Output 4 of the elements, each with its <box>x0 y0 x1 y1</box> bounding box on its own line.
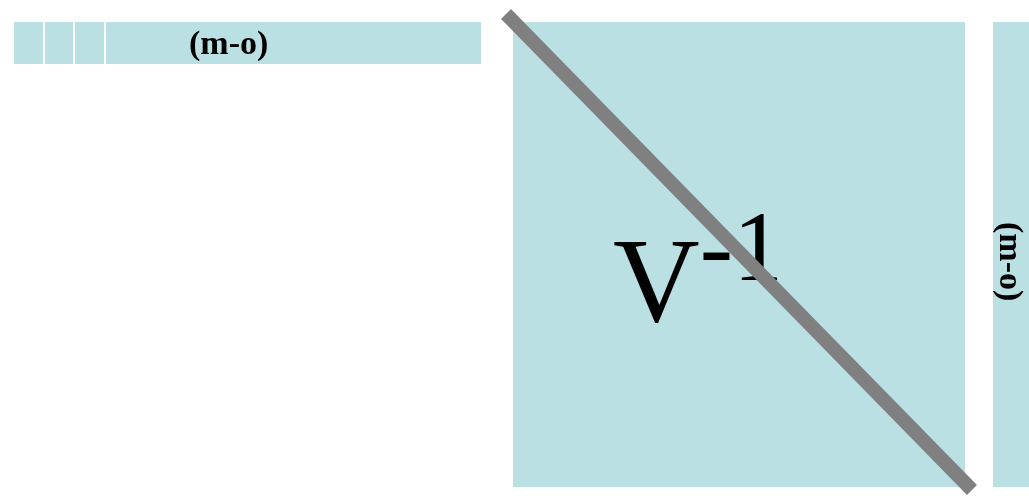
vector-label: (m-o) <box>189 24 269 62</box>
vector-label: (m-o) <box>995 222 1027 302</box>
row-vector-bar <box>14 22 481 64</box>
column-vector-bar <box>993 22 1029 487</box>
